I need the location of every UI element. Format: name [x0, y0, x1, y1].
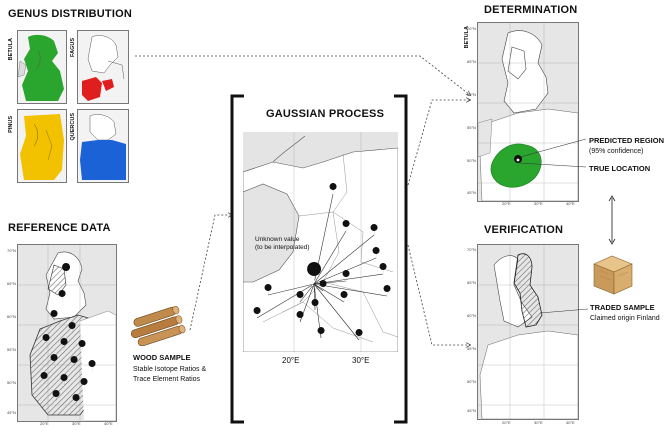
finland-claimed-region: [513, 253, 543, 328]
det-lat-tick: 55°N: [467, 125, 476, 130]
predicted-region-label: PREDICTED REGION: [589, 136, 665, 145]
ref-lat-tick: 45°N: [7, 410, 16, 415]
det-lon-tick: 20°E: [502, 201, 511, 206]
genus-to-determination-arrow: [135, 55, 470, 95]
det-lat-tick: 45°N: [467, 190, 476, 195]
ref-lon-tick: 40°E: [104, 421, 113, 426]
gp-annotation-line2: (to be interpolated): [255, 244, 310, 251]
det-lat-tick: 50°N: [467, 158, 476, 163]
ref-lat-tick: 65°N: [7, 281, 16, 286]
gp-annotation-line1: Unknown value: [255, 236, 300, 243]
genus-label-betula: BETULA: [8, 38, 14, 61]
ver-lat-tick: 50°N: [467, 379, 476, 384]
determination-map: [477, 22, 579, 202]
ver-lat-tick: 55°N: [467, 346, 476, 351]
ref-lat-tick: 50°N: [7, 380, 16, 385]
gaussian-process-title: GAUSSIAN PROCESS: [266, 108, 385, 120]
ver-lon-tick: 20°E: [502, 420, 511, 425]
genus-label-fagus: FAGUS: [70, 38, 76, 57]
ref-lat-tick: 55°N: [7, 347, 16, 352]
det-lat-tick: 65°N: [467, 59, 476, 64]
det-lon-tick: 30°E: [534, 201, 543, 206]
ver-lat-tick: 65°N: [467, 280, 476, 285]
confidence-label: (95% confidence): [589, 148, 644, 155]
true-location-marker: [514, 155, 523, 171]
det-lon-tick: 40°E: [566, 201, 575, 206]
ver-lat-tick: 45°N: [467, 408, 476, 413]
claimed-origin-label: Claimed origin Finland: [590, 315, 660, 322]
true-location-label: TRUE LOCATION: [589, 164, 651, 173]
gp-x-tick: 30°E: [352, 356, 370, 365]
genus-map-pinus: [17, 109, 67, 183]
unknown-marker-symbol: ?: [310, 278, 316, 288]
gp-interpolation-lines: [253, 183, 391, 342]
wood-sample-line1: Stable Isotope Ratios &: [133, 366, 207, 373]
reference-data-title: REFERENCE DATA: [8, 222, 111, 234]
gp-map: [243, 132, 398, 352]
wood-to-gp-arrow: [189, 215, 232, 331]
ver-lon-tick: 30°E: [534, 420, 543, 425]
wood-logs-illustration: [130, 306, 186, 346]
wood-sample-line2: Trace Element Ratios: [133, 376, 201, 383]
gp-to-determination-arrow: [407, 100, 470, 186]
ref-lon-tick: 20°E: [40, 421, 49, 426]
gp-to-verification-arrow: [407, 244, 470, 345]
genus-map-quercus: [77, 109, 129, 183]
genus-map-betula: [17, 30, 67, 104]
wood-sample-title: WOOD SAMPLE: [133, 353, 191, 362]
wood-cube-icon: [593, 255, 633, 295]
verification-map: [477, 244, 579, 420]
gp-x-tick: 20°E: [282, 356, 300, 365]
ref-lat-tick: 60°N: [7, 314, 16, 319]
determination-callout-lines: [520, 138, 587, 168]
det-lat-tick: 60°N: [467, 92, 476, 97]
ref-lat-tick: 70°N: [7, 248, 16, 253]
genus-map-fagus: [77, 30, 129, 104]
verification-title: VERIFICATION: [484, 224, 564, 236]
reference-map: [17, 244, 117, 422]
det-lat-tick: 70°N: [467, 26, 476, 31]
genus-distribution-title: GENUS DISTRIBUTION: [8, 8, 132, 20]
genus-label-pinus: PINUS: [8, 116, 14, 133]
ver-lon-tick: 40°E: [566, 420, 575, 425]
determination-title: DETERMINATION: [484, 4, 578, 16]
verification-callout-line: [540, 308, 589, 314]
unknown-location-marker: [307, 262, 322, 290]
ref-lon-tick: 30°E: [72, 421, 81, 426]
ver-lat-tick: 60°N: [467, 313, 476, 318]
ver-lat-tick: 70°N: [467, 247, 476, 252]
traded-sample-label: TRADED SAMPLE: [590, 303, 655, 312]
genus-label-quercus: QUERCUS: [70, 113, 76, 141]
gp-brackets: [230, 94, 408, 424]
